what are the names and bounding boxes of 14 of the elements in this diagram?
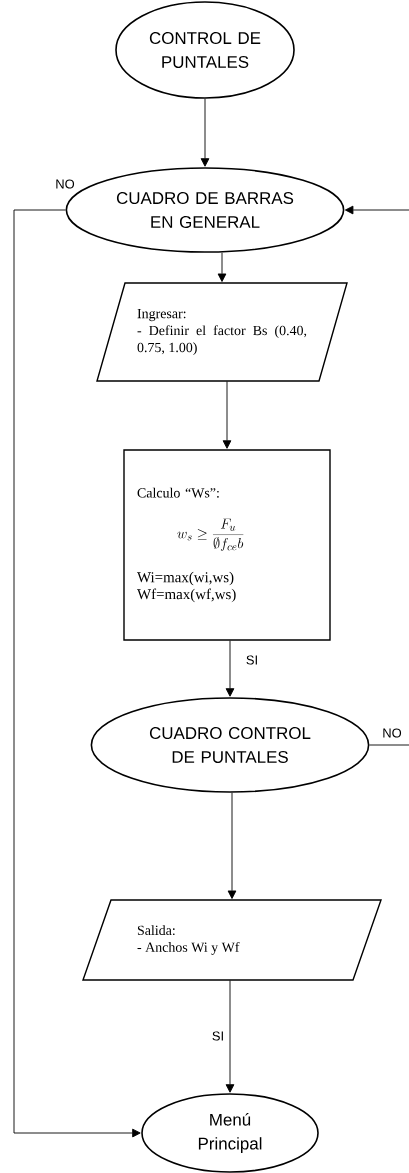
- arrow: [200, 98, 210, 167]
- input-output-box: Salida: - Anchos Wi y Wf: [82, 899, 382, 981]
- arrow: [225, 980, 235, 1093]
- arrow: [217, 252, 227, 282]
- process-box: Calculo “Ws”: $w_s \geq \frac{F_u}{\emptyset f_{ce} b}$ Wi=max(wi,ws) Wf=max(wf,ws): [123, 449, 331, 641]
- edge-label: SI: [210, 1030, 226, 1042]
- arrow: [222, 381, 232, 449]
- edge-label: NO: [381, 727, 403, 739]
- arrow: [344, 205, 409, 215]
- input-output-box: Ingresar: - Definir el factor Bs (0.40, 0.75, 1.00): [96, 282, 348, 382]
- edge-label: SI: [244, 654, 260, 666]
- arrow: [13, 209, 141, 1138]
- arrow: [225, 640, 235, 697]
- arrow: [227, 792, 237, 899]
